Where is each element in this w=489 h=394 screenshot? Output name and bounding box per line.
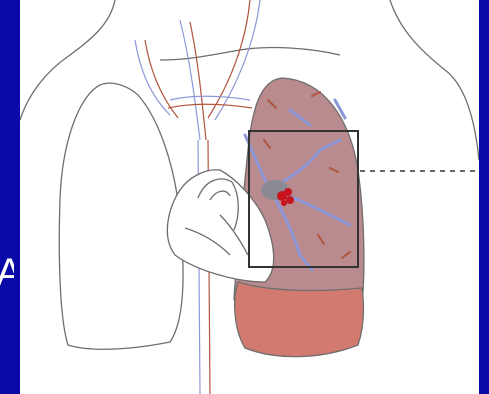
pulmonary-infarct-icon [235, 282, 364, 357]
right-lung-icon [59, 83, 183, 349]
chest-anatomy-illustration [20, 0, 479, 394]
figure-panel [20, 0, 479, 394]
panel-letter: A [0, 248, 14, 298]
